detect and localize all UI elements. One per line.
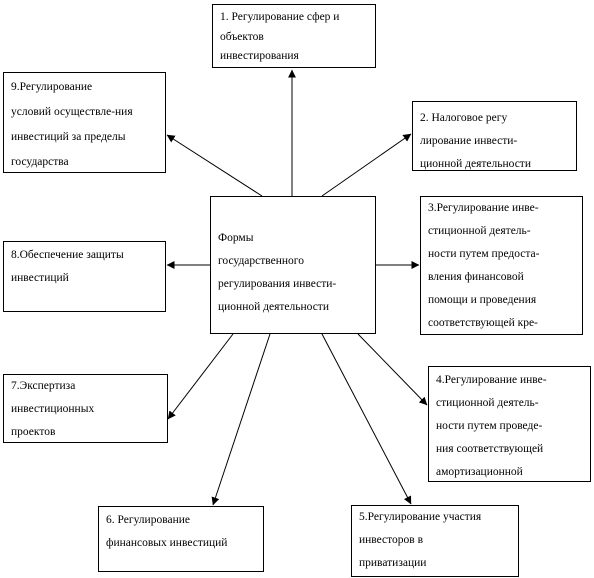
box-6-financial-investments: 6. Регулирование финансовых инвестиций — [98, 506, 264, 572]
box-2-text: 2. Налоговое регу лирование инвести- цио… — [420, 112, 531, 170]
box-9-regulation-abroad: 9.Регулирование условий осуществле-ния и… — [3, 72, 166, 173]
center-box-text: Формы государственного регулирования инв… — [218, 232, 337, 313]
box-4-text: 4.Регулирование инве- стиционной деятель… — [436, 374, 547, 478]
arrow-to-box-5 — [321, 333, 412, 505]
box-7-text: 7.Экспертиза инвестиционных проектов — [11, 380, 95, 438]
box-8-text: 8.Обеспечение защиты инвестиций — [11, 249, 124, 284]
box-8-investment-protection: 8.Обеспечение защиты инвестиций — [3, 241, 166, 312]
arrow-to-box-2 — [321, 133, 412, 197]
arrow-to-box-6 — [211, 333, 271, 506]
box-3-financial-assistance: 3.Регулирование инве- стиционной деятель… — [420, 196, 583, 335]
box-4-depreciation-policy: 4.Регулирование инве- стиционной деятель… — [428, 366, 591, 482]
box-3-text: 3.Регулирование инве- стиционной деятель… — [428, 202, 540, 329]
box-1-regulation-of-spheres: 1. Регулирование сфер и объектов инвести… — [212, 4, 376, 68]
box-5-privatization: 5.Регулирование участия инвесторов в при… — [351, 505, 519, 577]
arrow-to-box-7 — [167, 333, 234, 420]
box-7-project-expertise: 7.Экспертиза инвестиционных проектов — [3, 374, 168, 443]
box-5-text: 5.Регулирование участия инвесторов в при… — [359, 511, 482, 569]
box-1-text: 1. Регулирование сфер и объектов инвести… — [220, 11, 340, 62]
center-box-forms-of-regulation: Формы государственного регулирования инв… — [210, 196, 376, 334]
arrow-to-box-9 — [166, 134, 263, 197]
box-2-tax-regulation: 2. Налоговое регу лирование инвести- цио… — [412, 101, 577, 171]
box-6-text: 6. Регулирование финансовых инвестиций — [106, 514, 228, 549]
box-9-text: 9.Регулирование условий осуществле-ния и… — [11, 81, 133, 168]
arrow-to-box-4 — [357, 333, 428, 406]
